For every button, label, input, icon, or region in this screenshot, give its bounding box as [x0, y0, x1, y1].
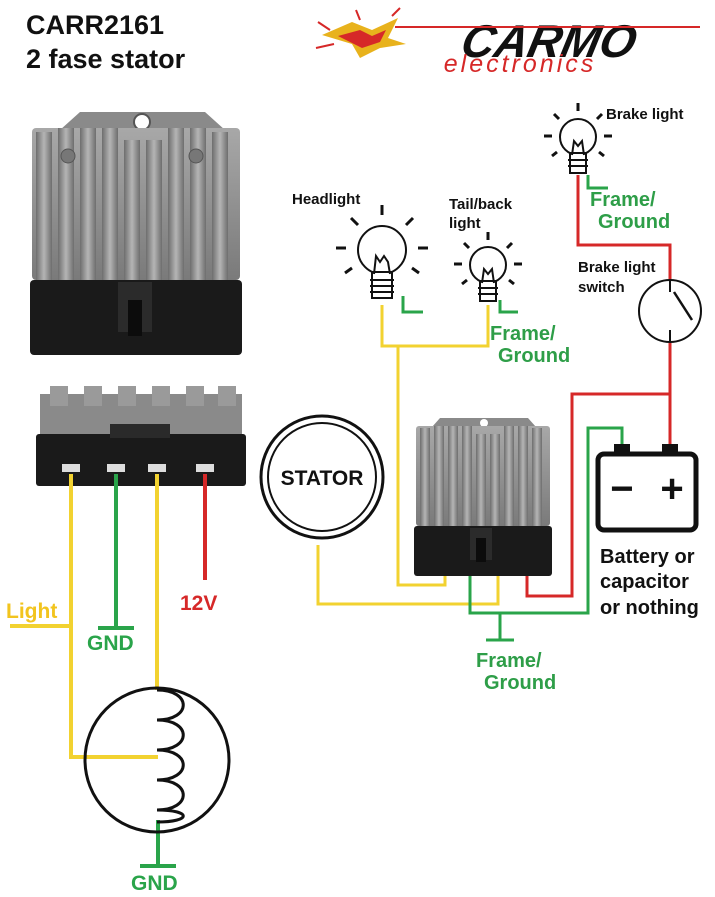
tail-light-bulb-icon: [454, 232, 522, 302]
tail-light-label-2: light: [449, 215, 481, 232]
gnd-pin-label: GND: [87, 632, 134, 655]
brake-switch-label-2: switch: [578, 279, 625, 296]
brake-switch-label-1: Brake light: [578, 259, 656, 276]
heatsink-fins: [36, 128, 228, 280]
tail-light-label-1: Tail/back: [449, 196, 513, 213]
regulator-photo-small: [414, 418, 552, 576]
battery-label-3: or nothing: [600, 597, 699, 619]
battery-label-2: capacitor: [600, 571, 689, 593]
pinout-wires: [10, 474, 207, 868]
frame-ground-tail-1: Frame/: [490, 323, 556, 345]
logo-tagline: electronics: [444, 50, 597, 78]
flame-icon: [315, 7, 406, 58]
logo-brand: CARMO: [457, 15, 642, 66]
headlight-label: Headlight: [292, 191, 360, 208]
frame-ground-tail-2: Ground: [498, 345, 570, 367]
light-pin-label: Light: [6, 600, 57, 623]
regulator-photo-large: [30, 112, 242, 355]
stator-coil-symbol: [83, 686, 231, 834]
battery-minus-sign: −: [610, 467, 633, 511]
pin-slots: [62, 464, 214, 472]
frame-ground-brake-2: Ground: [598, 211, 670, 233]
stator-symbol: [259, 414, 385, 540]
frame-ground-regulator-2: Ground: [484, 672, 556, 694]
12v-pin-label: 12V: [180, 592, 217, 615]
brake-light-label: Brake light: [606, 106, 684, 123]
carmo-logo: CARMO electronics: [315, 7, 700, 78]
model-title: CARR2161: [26, 10, 165, 40]
brake-light-bulb-icon: [544, 103, 612, 174]
battery-icon: [595, 444, 699, 533]
stator-label: STATOR: [281, 467, 364, 490]
coil-gnd-label: GND: [131, 872, 178, 895]
frame-ground-regulator-1: Frame/: [476, 650, 542, 672]
battery-plus-sign: +: [660, 467, 683, 511]
headlight-bulb-icon: [336, 205, 428, 299]
battery-label-1: Battery or: [600, 546, 695, 568]
stator-subtitle: 2 fase stator: [26, 44, 186, 74]
regulator-pinout: [36, 386, 246, 486]
frame-ground-brake-1: Frame/: [590, 189, 656, 211]
brake-switch-icon: [638, 279, 702, 343]
